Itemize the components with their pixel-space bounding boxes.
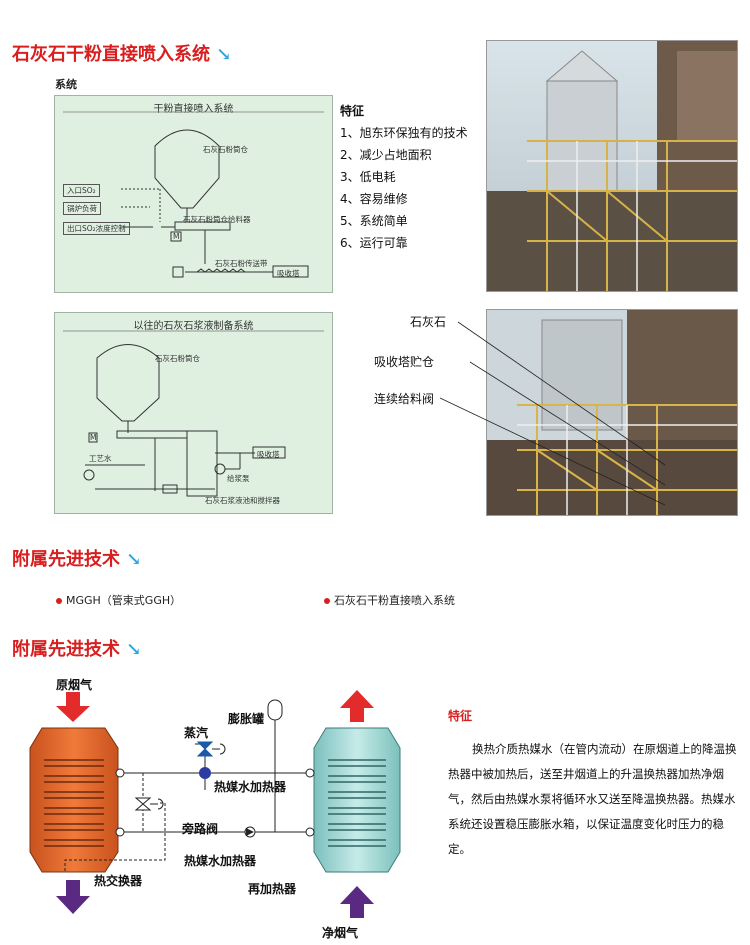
heat-exchanger-shape bbox=[29, 727, 119, 873]
feature-item: 1、旭东环保独有的技术 bbox=[340, 126, 468, 140]
label-raw-gas: 原烟气 bbox=[56, 678, 93, 692]
photo-label-limestone: 石灰石 bbox=[410, 315, 447, 329]
label-reheater: 再加热器 bbox=[248, 882, 297, 896]
port-icon bbox=[115, 768, 125, 778]
steam-valve-icon bbox=[196, 741, 214, 757]
section1-subtitle: 系统 bbox=[55, 78, 77, 91]
diagram1-motor: M bbox=[173, 232, 180, 241]
diagram-slurry: 以往的石灰石浆液制备系统 石灰石粉筒仓 工艺水 给浆泵 吸收塔 石灰石浆液池和搅… bbox=[54, 312, 333, 514]
diagram2-title: 以往的石灰石浆液制备系统 bbox=[133, 321, 254, 332]
diagram-dry-powder: 干粉直接喷入系统 石灰石粉筒仓 石灰石粉筒仓给料器 石灰石粉传送带 吸收塔 入口… bbox=[54, 95, 333, 293]
section2-title-text: 附属先进技术 bbox=[12, 549, 120, 570]
label-heater2: 热媒水加热器 bbox=[184, 854, 257, 868]
label-steam: 蒸汽 bbox=[184, 726, 209, 740]
section2-title: 附属先进技术 ↘ bbox=[12, 545, 141, 571]
reheater-tubes bbox=[328, 759, 386, 847]
diagram1-conveyor: 石灰石粉传送带 bbox=[215, 259, 268, 268]
plant-photo-1 bbox=[486, 40, 738, 292]
section3-title-text: 附属先进技术 bbox=[12, 639, 120, 660]
diagram1-input-so2-in: 入口SO₂ bbox=[63, 184, 100, 197]
diagram2-tower: 吸收塔 bbox=[257, 450, 280, 459]
port-icon bbox=[115, 827, 125, 837]
diagram1-input-load: 锅炉负荷 bbox=[63, 202, 101, 215]
bullet-dot-icon bbox=[324, 598, 330, 604]
feature-item: 5、系统简单 bbox=[340, 214, 408, 228]
corner-arrow-icon: ↘ bbox=[126, 549, 142, 570]
expansion-tank-icon bbox=[267, 699, 283, 721]
section1-title: 石灰石干粉直接喷入系统 ↘ bbox=[12, 40, 231, 66]
diagram1-tower: 吸收塔 bbox=[277, 269, 300, 278]
diagram2-lines bbox=[63, 330, 324, 497]
plant-photo-2-drawing bbox=[487, 310, 737, 515]
feature-item: 3、低电耗 bbox=[340, 170, 396, 184]
heater-node-icon bbox=[199, 767, 211, 779]
section2-item-mggh-text: MGGH（管束式GGH） bbox=[66, 594, 182, 607]
water-piping bbox=[64, 718, 308, 872]
photo-label-storage: 吸收塔贮仓 bbox=[374, 355, 435, 369]
section3-features-title: 特征 bbox=[448, 709, 473, 723]
bypass-valve-icon bbox=[134, 797, 152, 811]
plant-photo-1-drawing bbox=[487, 41, 737, 291]
label-exchanger: 热交换器 bbox=[94, 874, 143, 888]
diagram2-water: 工艺水 bbox=[89, 454, 112, 463]
diagram1-feeder: 石灰石粉筒仓给料器 bbox=[183, 215, 251, 224]
clean-gas-in-arrow-icon bbox=[340, 886, 374, 918]
diagram1-lines bbox=[63, 111, 324, 278]
clean-gas-out-arrow-icon bbox=[340, 690, 374, 722]
plant-photo-2 bbox=[486, 309, 738, 516]
diagram2-motor: M bbox=[90, 433, 97, 442]
bullet-dot-icon bbox=[56, 598, 62, 604]
section1-title-text: 石灰石干粉直接喷入系统 bbox=[12, 44, 210, 65]
label-tank: 膨胀罐 bbox=[228, 712, 265, 726]
diagram1-input-so2-out: 出口SO₂浓度控制 bbox=[63, 222, 130, 235]
section2-item-dry: 石灰石干粉直接喷入系统 bbox=[324, 592, 455, 608]
label-heater1: 热媒水加热器 bbox=[214, 780, 287, 794]
diagram1-title: 干粉直接喷入系统 bbox=[153, 104, 234, 115]
feature-item: 6、运行可靠 bbox=[340, 236, 408, 250]
section1-features: 特征 1、旭东环保独有的技术 2、减少占地面积 3、低电耗 4、容易维修 5、系… bbox=[340, 100, 490, 254]
section2-item-dry-text: 石灰石干粉直接喷入系统 bbox=[334, 594, 455, 607]
diagram2-tank: 石灰石浆液池和搅拌器 bbox=[205, 496, 280, 505]
label-bypass: 旁路阀 bbox=[182, 822, 219, 836]
feature-item: 2、减少占地面积 bbox=[340, 148, 432, 162]
features-title: 特征 bbox=[340, 104, 365, 118]
section3-description: 换热介质热媒水（在管内流动）在原烟道上的降温换热器中被加热后，送至井烟道上的升温… bbox=[448, 742, 737, 856]
corner-arrow-icon: ↘ bbox=[216, 44, 232, 65]
feature-item: 4、容易维修 bbox=[340, 192, 408, 206]
diagram1-silo: 石灰石粉筒仓 bbox=[203, 145, 248, 154]
exchanger-tubes bbox=[44, 759, 104, 847]
photo-label-valve: 连续给料阀 bbox=[374, 392, 435, 406]
section2-item-mggh: MGGH（管束式GGH） bbox=[56, 592, 181, 608]
port-icon bbox=[305, 827, 315, 837]
corner-arrow-icon: ↘ bbox=[126, 639, 142, 660]
exchanger-outlet-arrow-icon bbox=[56, 880, 90, 914]
raw-gas-arrow-icon bbox=[56, 692, 90, 722]
section3-title: 附属先进技术 ↘ bbox=[12, 635, 141, 661]
port-icon bbox=[305, 768, 315, 778]
label-clean-gas: 净烟气 bbox=[322, 926, 359, 940]
diagram2-silo: 石灰石粉筒仓 bbox=[155, 354, 200, 363]
reheater-shape bbox=[313, 727, 401, 873]
diagram2-pump: 给浆泵 bbox=[227, 474, 250, 483]
